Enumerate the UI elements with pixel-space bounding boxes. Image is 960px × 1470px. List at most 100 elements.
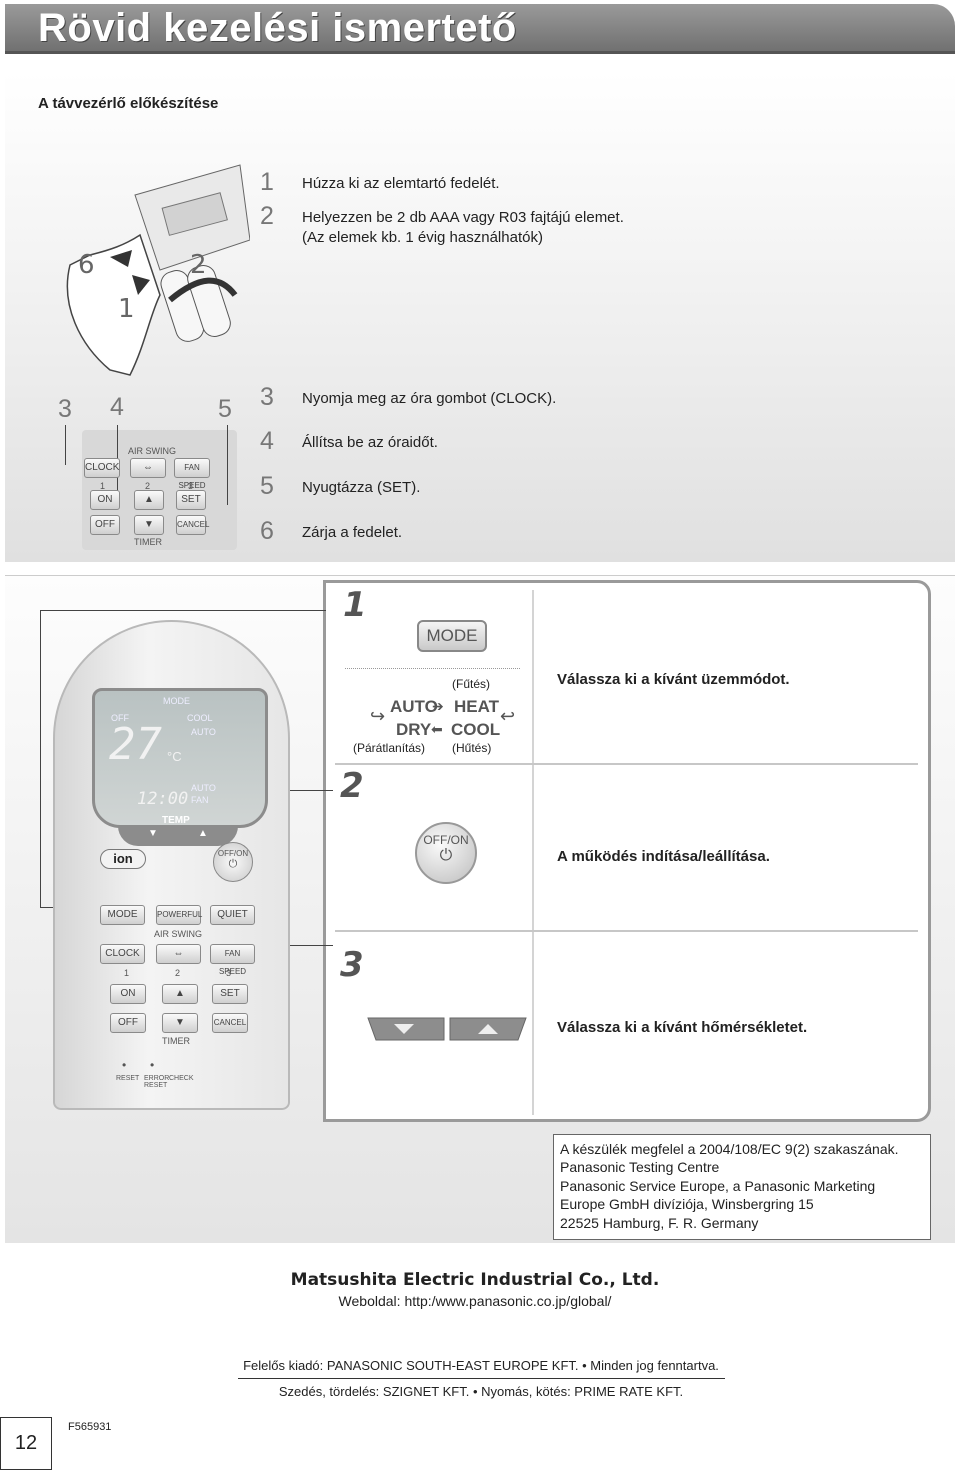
remote-reset-label: RESET xyxy=(116,1075,139,1082)
callout-3: 3 xyxy=(50,395,80,424)
fan-speed-button: FAN SPEED xyxy=(174,458,210,478)
display-cool-label: COOL xyxy=(187,713,213,723)
remote-down-icon: ▼ xyxy=(162,1013,198,1033)
remote-off-button: OFF xyxy=(110,1013,146,1033)
column-divider xyxy=(532,590,534,1115)
page-title: Rövid kezelési ismertető xyxy=(38,6,517,51)
remote-number-2: 2 xyxy=(175,968,180,978)
compliance-line: A készülék megfelel a 2004/108/EC 9(2) s… xyxy=(560,1140,924,1158)
step-text-2: Helyezzen be 2 db AAA vagy R03 fajtájú e… xyxy=(302,208,624,228)
air-swing-button: ⇔ xyxy=(130,458,166,478)
cancel-button: CANCEL xyxy=(176,515,206,535)
compliance-line: 22525 Hamburg, F. R. Germany xyxy=(560,1214,924,1232)
callout-5: 5 xyxy=(210,395,240,424)
step-divider xyxy=(335,930,918,932)
remote-mode-button: MODE xyxy=(100,905,145,925)
remote-offon-button: OFF/ON⏻ xyxy=(213,842,253,882)
remote-timer-label: TIMER xyxy=(162,1036,190,1046)
remote-up-icon: ▲ xyxy=(162,984,198,1004)
timer-on-button: ON xyxy=(90,490,120,510)
off-on-button: OFF/ON ⏻ xyxy=(415,822,477,884)
step-number-3: 3 xyxy=(252,383,282,412)
operation-step-3-text: Válassza ki a kívánt hőmérsékletet. xyxy=(557,1019,807,1036)
down-arrow-icon: ▼ xyxy=(134,515,164,535)
drying-label: (Párátlanítás) xyxy=(353,741,425,755)
clock-setting-illustration: 3 4 5 AIR SWING CLOCK ⇔ FAN SPEED 1 2 3 … xyxy=(50,385,250,550)
remote-fan-speed-button: FAN SPEED xyxy=(210,944,255,964)
remote-on-button: ON xyxy=(110,984,146,1004)
display-auto2-label: AUTO xyxy=(191,783,216,793)
mode-cool: COOL xyxy=(451,720,500,740)
temperature-buttons-illustration xyxy=(366,1010,528,1050)
cooling-label: (Hűtés) xyxy=(452,741,491,755)
display-temperature: 27 xyxy=(109,719,162,770)
remote-error-reset-label: ERROR RESET xyxy=(144,1075,168,1089)
operation-step-1-text: Válassza ki a kívánt üzemmódot. xyxy=(557,671,790,688)
compliance-line: Panasonic Service Europe, a Panasonic Ma… xyxy=(560,1177,924,1195)
compliance-line: Panasonic Testing Centre xyxy=(560,1158,924,1176)
set-button: SET xyxy=(176,490,206,510)
compliance-notice: A készülék megfelel a 2004/108/EC 9(2) s… xyxy=(553,1134,931,1240)
company-name: Matsushita Electric Industrial Co., Ltd. xyxy=(0,1270,950,1290)
footer-divider xyxy=(238,1378,725,1379)
power-icon: ⏻ xyxy=(417,847,475,865)
arrow-left-icon: ⬅ xyxy=(431,721,443,738)
remote-check-label: CHECK xyxy=(169,1075,194,1082)
display-auto-label: AUTO xyxy=(191,727,216,737)
clock-button: CLOCK xyxy=(84,458,120,478)
temp-up-icon: ▲ xyxy=(198,828,208,839)
display-unit: °C xyxy=(167,749,182,764)
remote-air-swing-button: ⇔ xyxy=(156,944,201,964)
remote-set-button: SET xyxy=(212,984,248,1004)
remote-number-1: 1 xyxy=(124,968,129,978)
leader-line xyxy=(40,610,326,611)
air-swing-label: AIR SWING xyxy=(128,446,176,456)
step-divider xyxy=(335,763,918,765)
temp-button-bar: ▼ ▲ xyxy=(118,826,238,846)
callout-4: 4 xyxy=(102,393,132,422)
remote-powerful-button: POWERFUL xyxy=(156,905,201,925)
off-on-label: OFF/ON xyxy=(417,833,475,847)
display-mode-label: MODE xyxy=(163,696,190,706)
mode-button: MODE xyxy=(417,620,487,652)
operation-step-1-number: 1 xyxy=(343,585,367,625)
power-icon: ⏻ xyxy=(229,858,238,870)
up-arrow-icon: ▲ xyxy=(134,490,164,510)
heating-label: (Fűtés) xyxy=(452,677,490,691)
step-text-4: Állítsa be az óraidőt. xyxy=(302,433,438,453)
reset-dot: • xyxy=(122,1058,126,1072)
step-number-6: 6 xyxy=(252,517,282,546)
document-code: F565931 xyxy=(68,1421,111,1433)
step-text-5: Nyugtázza (SET). xyxy=(302,478,420,498)
remote-clock-button: CLOCK xyxy=(100,944,145,964)
printer-line: Szedés, tördelés: SZIGNET KFT. • Nyomás,… xyxy=(0,1384,960,1399)
remote-number-3: 3 xyxy=(226,968,231,978)
cycle-arrow-left-icon: ↪ xyxy=(370,706,385,727)
callout-6: 6 xyxy=(78,250,95,280)
mode-auto: AUTO xyxy=(390,697,438,717)
leader-line xyxy=(65,425,66,465)
step-number-5: 5 xyxy=(252,472,282,501)
step-text-2-note: (Az elemek kb. 1 évig használhatók) xyxy=(302,228,543,248)
callout-1: 1 xyxy=(118,294,135,324)
cycle-arrow-right-icon: ↩ xyxy=(500,706,515,727)
remote-air-swing-label: AIR SWING xyxy=(154,929,202,939)
temp-down-icon: ▼ xyxy=(148,828,158,839)
compliance-line: Europe GmbH divíziója, Winsbergring 15 xyxy=(560,1195,924,1213)
operation-step-3-number: 3 xyxy=(340,945,364,985)
step-text-3: Nyomja meg az óra gombot (CLOCK). xyxy=(302,389,556,409)
mode-dry: DRY xyxy=(396,720,431,740)
timer-off-button: OFF xyxy=(90,515,120,535)
remote-offon-label: OFF/ON xyxy=(218,849,248,858)
page-number: 12 xyxy=(0,1417,52,1470)
leader-line xyxy=(40,610,41,908)
step-text-1: Húzza ki az elemtartó fedelét. xyxy=(302,174,500,194)
arrow-right-icon: ➔ xyxy=(432,698,444,715)
step-number-1: 1 xyxy=(252,168,282,197)
ion-button: ion xyxy=(100,849,146,869)
step-number-4: 4 xyxy=(252,427,282,456)
operation-step-2-text: A működés indítása/leállítása. xyxy=(557,848,770,865)
remote-cancel-button: CANCEL xyxy=(212,1013,248,1033)
preparation-heading: A távvezérlő előkészítése xyxy=(38,95,218,112)
display-fan-label: FAN xyxy=(191,795,209,805)
